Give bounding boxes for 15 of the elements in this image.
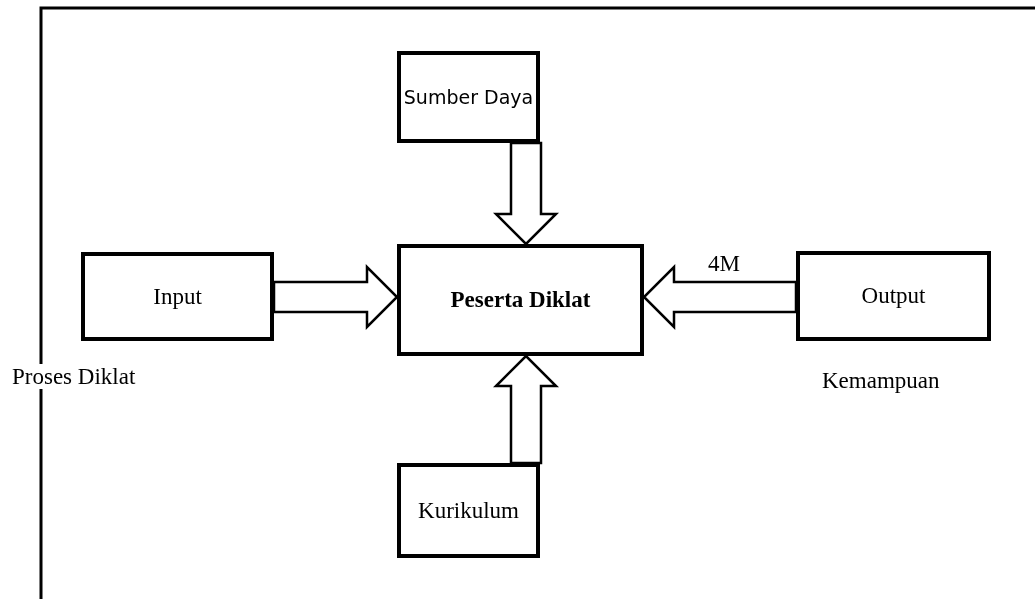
node-label: Kurikulum <box>418 497 519 524</box>
output-box <box>796 251 991 341</box>
side-caption: Proses Diklat <box>12 364 136 390</box>
participant-box <box>397 244 644 356</box>
input-box <box>81 252 274 341</box>
block-arrow <box>493 141 559 246</box>
resource-box <box>397 51 540 143</box>
node-label: Input <box>153 283 202 310</box>
block-arrow <box>642 264 798 330</box>
node-label: Peserta Diklat <box>450 287 591 313</box>
curriculum-box <box>397 463 540 558</box>
block-arrow <box>493 354 559 465</box>
node-label: Sumber Daya <box>403 86 534 108</box>
block-arrow <box>272 264 399 330</box>
node-label: Output <box>861 283 926 309</box>
